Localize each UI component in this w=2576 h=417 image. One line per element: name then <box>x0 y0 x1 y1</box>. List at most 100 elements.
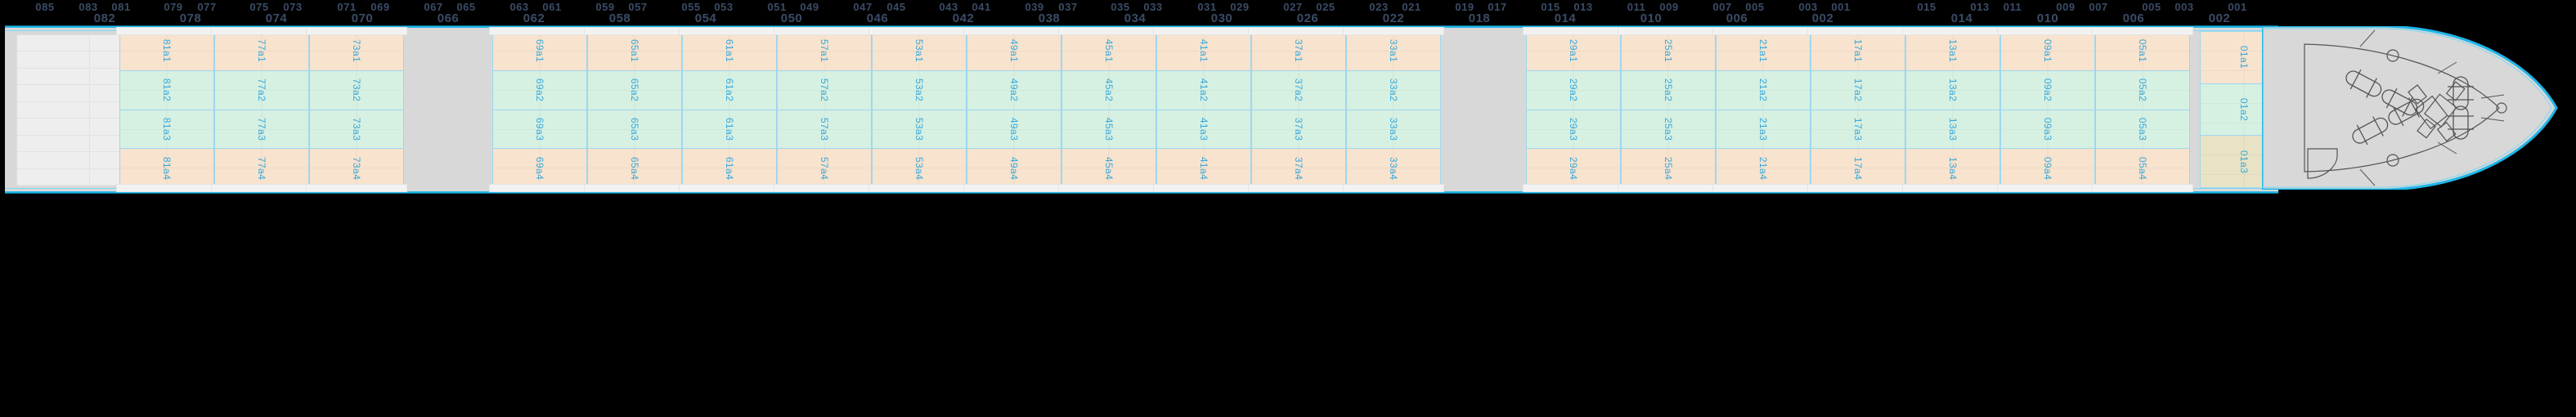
slot-65a2[interactable]: 65a2 <box>588 70 681 110</box>
slot-09a3[interactable]: 09a3 <box>2001 110 2094 150</box>
slot-13a4[interactable]: 13a4 <box>1906 149 1999 187</box>
slot-29a4[interactable]: 29a4 <box>1527 149 1620 187</box>
slot-37a3[interactable]: 37a3 <box>1252 110 1345 150</box>
slot-13a3[interactable]: 13a3 <box>1906 110 1999 150</box>
slot-17a2[interactable]: 17a2 <box>1811 70 1905 110</box>
slot-37a1[interactable]: 37a1 <box>1252 32 1345 71</box>
slot-29a3[interactable]: 29a3 <box>1527 110 1620 150</box>
slot-41a4[interactable]: 41a4 <box>1157 149 1250 187</box>
slot-53a4[interactable]: 53a4 <box>873 149 966 187</box>
slot-77a2[interactable]: 77a2 <box>215 70 308 110</box>
slot-45a1[interactable]: 45a1 <box>1062 32 1156 71</box>
slot-33a1[interactable]: 33a1 <box>1347 32 1440 71</box>
slot-53a3[interactable]: 53a3 <box>873 110 966 150</box>
slot-61a2[interactable]: 61a2 <box>683 70 776 110</box>
slot-69a3[interactable]: 69a3 <box>493 110 586 150</box>
slot-41a2[interactable]: 41a2 <box>1157 70 1250 110</box>
slot-25a2[interactable]: 25a2 <box>1622 70 1715 110</box>
slot-37a4[interactable]: 37a4 <box>1252 149 1345 187</box>
slot-81a4[interactable]: 81a4 <box>120 149 213 187</box>
slot-45a2[interactable]: 45a2 <box>1062 70 1156 110</box>
slot-21a4[interactable]: 21a4 <box>1717 149 1810 187</box>
slot-25a3[interactable]: 25a3 <box>1622 110 1715 150</box>
slot-17a3[interactable]: 17a3 <box>1811 110 1905 150</box>
slot-65a3[interactable]: 65a3 <box>588 110 681 150</box>
slot-73a4[interactable]: 73a4 <box>310 149 403 187</box>
slot-05a1[interactable]: 05a1 <box>2096 32 2189 71</box>
slot-81a1[interactable]: 81a1 <box>120 32 213 71</box>
slot-57a4[interactable]: 57a4 <box>778 149 871 187</box>
slot-05a3[interactable]: 05a3 <box>2096 110 2189 150</box>
slot-73a3[interactable]: 73a3 <box>310 110 403 150</box>
slot-41a3[interactable]: 41a3 <box>1157 110 1250 150</box>
slot-57a3[interactable]: 57a3 <box>778 110 871 150</box>
slot-77a1[interactable]: 77a1 <box>215 32 308 71</box>
slot-69a1[interactable]: 69a1 <box>493 32 586 71</box>
slot-53a1[interactable]: 53a1 <box>873 32 966 71</box>
slot-61a4[interactable]: 61a4 <box>683 149 776 187</box>
slot-61a1[interactable]: 61a1 <box>683 32 776 71</box>
slot-69a2[interactable]: 69a2 <box>493 70 586 110</box>
slot-49a2[interactable]: 49a2 <box>967 70 1061 110</box>
slot-61a3[interactable]: 61a3 <box>683 110 776 150</box>
slot-81a2[interactable]: 81a2 <box>120 70 213 110</box>
slot-65a4[interactable]: 65a4 <box>588 149 681 187</box>
slot-33a4[interactable]: 33a4 <box>1347 149 1440 187</box>
slot-09a4[interactable]: 09a4 <box>2001 149 2094 187</box>
slot-57a2[interactable]: 57a2 <box>778 70 871 110</box>
slot-49a3[interactable]: 49a3 <box>967 110 1061 150</box>
slot-45a4[interactable]: 45a4 <box>1062 149 1156 187</box>
slot-17a1[interactable]: 17a1 <box>1811 32 1905 71</box>
slot-09a1[interactable]: 09a1 <box>2001 32 2094 71</box>
slot-13a2[interactable]: 13a2 <box>1906 70 1999 110</box>
slot-05a4[interactable]: 05a4 <box>2096 149 2189 187</box>
slot-49a4[interactable]: 49a4 <box>967 149 1061 187</box>
slot-25a4[interactable]: 25a4 <box>1622 149 1715 187</box>
slot-77a3[interactable]: 77a3 <box>215 110 308 150</box>
slot-41a1[interactable]: 41a1 <box>1157 32 1250 71</box>
slot-21a1[interactable]: 21a1 <box>1717 32 1810 71</box>
slot-21a3[interactable]: 21a3 <box>1717 110 1810 150</box>
slot-29a1[interactable]: 29a1 <box>1527 32 1620 71</box>
slot-29a2[interactable]: 29a2 <box>1527 70 1620 110</box>
slot-17a4[interactable]: 17a4 <box>1811 149 1905 187</box>
slot-73a1[interactable]: 73a1 <box>310 32 403 71</box>
slot-49a1[interactable]: 49a1 <box>967 32 1061 71</box>
slot-65a1[interactable]: 65a1 <box>588 32 681 71</box>
slot-05a2[interactable]: 05a2 <box>2096 70 2189 110</box>
slot-57a1[interactable]: 57a1 <box>778 32 871 71</box>
slot-33a2[interactable]: 33a2 <box>1347 70 1440 110</box>
slot-73a2[interactable]: 73a2 <box>310 70 403 110</box>
slot-33a3[interactable]: 33a3 <box>1347 110 1440 150</box>
slot-69a4[interactable]: 69a4 <box>493 149 586 187</box>
slot-53a2[interactable]: 53a2 <box>873 70 966 110</box>
slot-77a4[interactable]: 77a4 <box>215 149 308 187</box>
slot-81a3[interactable]: 81a3 <box>120 110 213 150</box>
slot-37a2[interactable]: 37a2 <box>1252 70 1345 110</box>
slot-25a1[interactable]: 25a1 <box>1622 32 1715 71</box>
slot-45a3[interactable]: 45a3 <box>1062 110 1156 150</box>
slot-09a2[interactable]: 09a2 <box>2001 70 2094 110</box>
slot-21a2[interactable]: 21a2 <box>1717 70 1810 110</box>
slot-13a1[interactable]: 13a1 <box>1906 32 1999 71</box>
